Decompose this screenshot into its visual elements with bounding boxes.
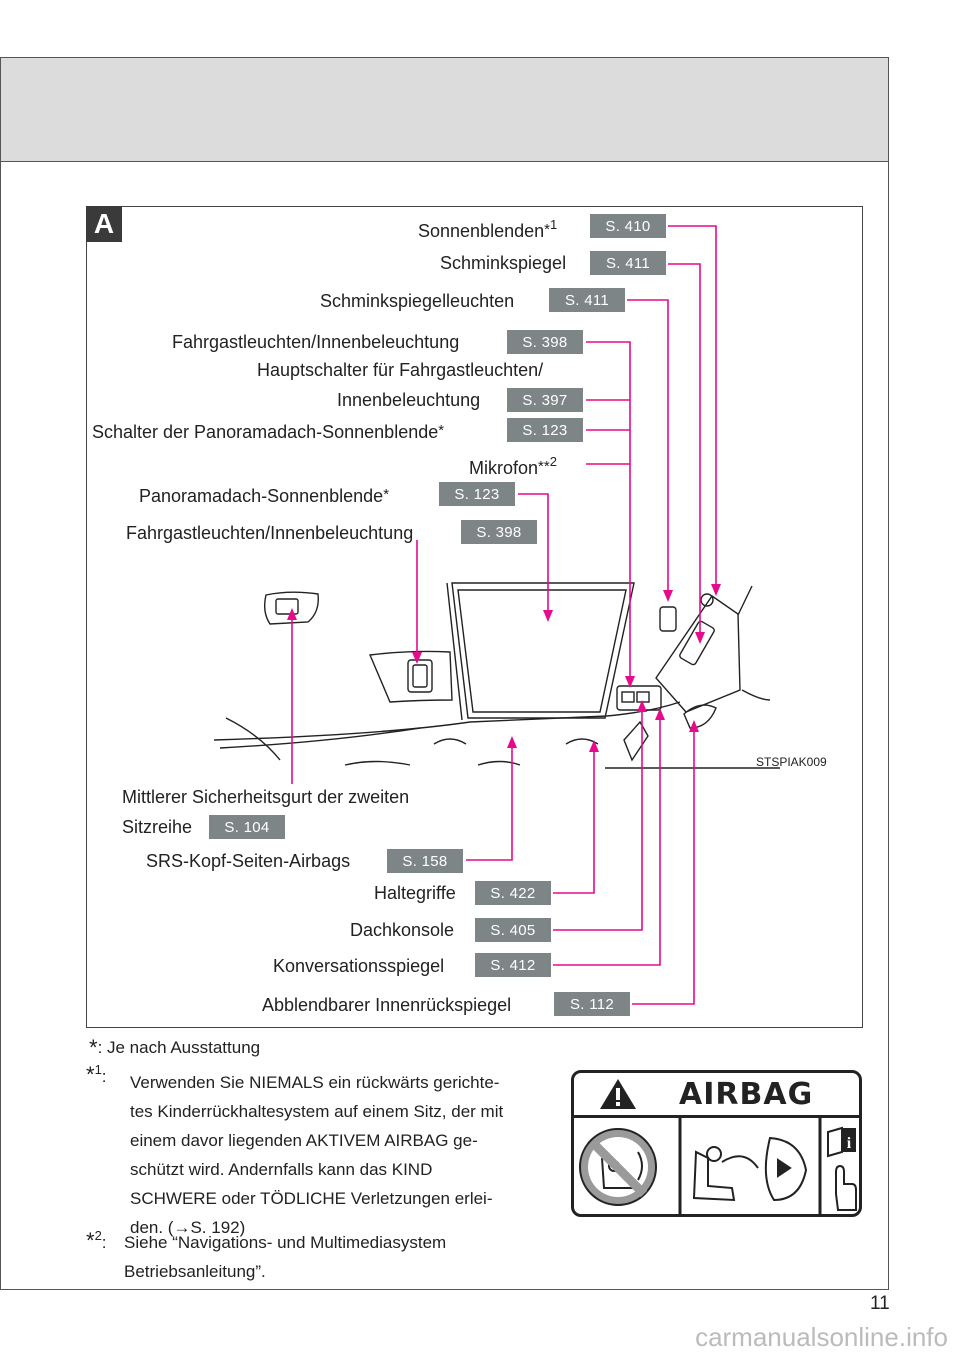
callout-srs-airbags: SRS-Kopf-Seiten-Airbags	[146, 851, 351, 871]
page-ref-badge[interactable]: S. 112	[554, 992, 630, 1016]
manual-info-icon: i	[827, 1126, 857, 1211]
page-ref-badge[interactable]: S. 123	[439, 482, 515, 506]
callout-schalter-panoramadach: Schalter der Panoramadach-Sonnenblende*	[92, 422, 445, 442]
page-ref-badge[interactable]: S. 104	[209, 815, 285, 839]
footnote-optional: *: Je nach Ausstattung	[89, 1035, 261, 1060]
airbag-pictograms: i	[579, 1118, 857, 1214]
footnote-1-marker: *1:	[86, 1062, 107, 1087]
page-ref-badge[interactable]: S. 412	[475, 953, 551, 977]
callout-sicherheitsgurt-line1: Mittlerer Sicherheitsgurt der zweiten	[122, 787, 410, 807]
leader-arrowheads	[287, 584, 721, 752]
page-ref-badge[interactable]: S. 398	[507, 330, 583, 354]
svg-text:i: i	[847, 1135, 852, 1152]
page-frame	[0, 57, 889, 1290]
callout-sonnenblenden: Sonnenblenden*1	[418, 217, 558, 241]
callout-hauptschalter-line1: Hauptschalter für Fahrgastleuchten/	[257, 360, 544, 380]
warning-triangle-icon	[600, 1079, 636, 1109]
page-ref-badge[interactable]: S. 398	[461, 520, 537, 544]
page-ref-badge[interactable]: S. 410	[590, 214, 666, 238]
image-code: STSPIAK009	[756, 755, 827, 769]
callout-hauptschalter-line2: Innenbeleuchtung	[337, 390, 481, 410]
callout-sicherheitsgurt-line2: Sitzreihe	[122, 817, 193, 837]
callout-konversationsspiegel: Konversationsspiegel	[273, 956, 445, 976]
callout-dachkonsole: Dachkonsole	[350, 920, 455, 940]
page-number: 11	[870, 1293, 890, 1314]
illustration-frame	[86, 206, 863, 1028]
header-band	[0, 57, 889, 162]
footnote-2-text: Siehe “Navigations- und Multimediasystem…	[124, 1233, 447, 1281]
page-ref-badge[interactable]: S. 405	[475, 918, 551, 942]
callout-schminkspiegel: Schminkspiegel	[440, 253, 567, 273]
page-ref-badge[interactable]: S. 411	[590, 251, 666, 275]
watermark: carmanualsonline.info	[695, 1322, 948, 1352]
page-ref-badge[interactable]: S. 422	[475, 881, 551, 905]
airbag-deploy-icon	[692, 1136, 808, 1202]
callout-innenrueckspiegel: Abblendbarer Innenrückspiegel	[262, 995, 512, 1015]
callout-fahrgastleuchten-1: Fahrgastleuchten/Innenbeleuchtung	[172, 332, 460, 352]
airbag-title: AIRBAG	[679, 1076, 814, 1112]
section-letter: A	[86, 206, 122, 242]
no-rear-facing-seat-icon	[579, 1128, 657, 1206]
page-ref-badge[interactable]: S. 397	[507, 388, 583, 412]
callout-schminkspiegelleuchten: Schminkspiegelleuchten	[320, 291, 515, 311]
callout-panoramadach-sonnenblende: Panoramadach-Sonnenblende*	[139, 486, 390, 506]
callout-haltegriffe: Haltegriffe	[374, 883, 456, 903]
car-roof-drawing	[213, 582, 780, 769]
callout-fahrgastleuchten-2: Fahrgastleuchten/Innenbeleuchtung	[126, 523, 414, 543]
airbag-warning-label: AIRBAG i	[571, 1070, 862, 1217]
leader-lines	[291, 225, 717, 1005]
airbag-label-header: AIRBAG	[574, 1073, 859, 1118]
page-ref-badge[interactable]: S. 158	[387, 849, 463, 873]
page-ref-badge[interactable]: S. 123	[507, 418, 583, 442]
page-ref-badge[interactable]: S. 411	[549, 288, 625, 312]
callout-mikrofon: Mikrofon**2	[469, 454, 557, 478]
footnote-2-marker: *2:	[86, 1228, 107, 1253]
footnote-1-text: Verwenden Sie NIEMALS ein rückwärts geri…	[130, 1073, 504, 1237]
